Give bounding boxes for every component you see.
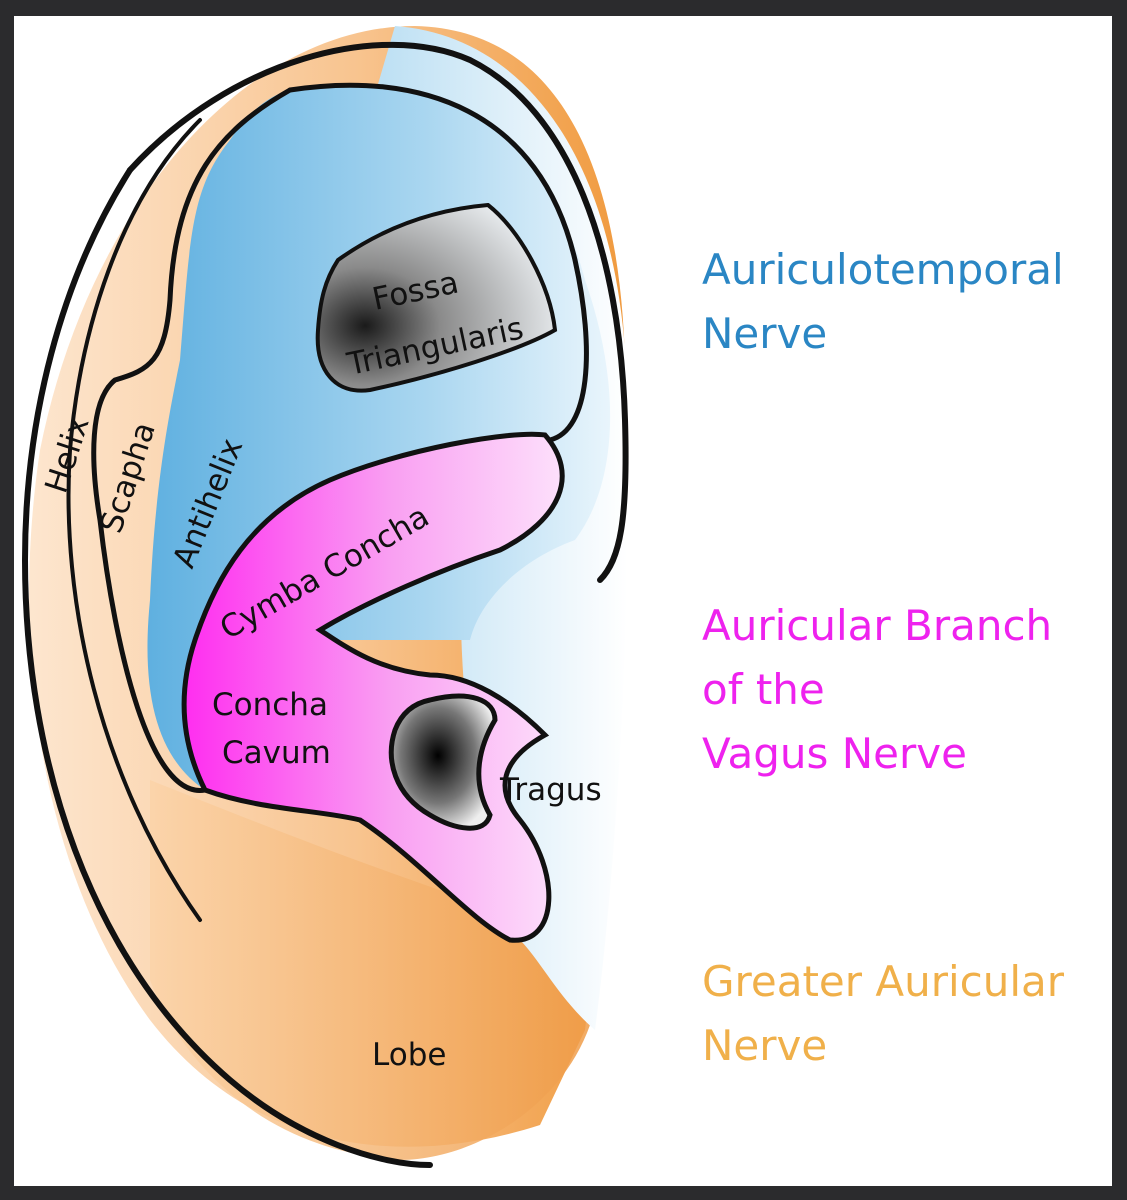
- auriculotemporal-nerve-label: Auriculotemporal Nerve: [702, 238, 1064, 366]
- lobe-label: Lobe: [372, 1037, 446, 1073]
- vagus-line-3: Vagus Nerve: [702, 729, 967, 778]
- concha-label: Concha: [212, 687, 328, 723]
- vagus-nerve-label: Auricular Branch of the Vagus Nerve: [702, 594, 1052, 786]
- ear-canal-shape: [388, 693, 498, 831]
- antihelix-outline: [287, 82, 589, 443]
- helix-inner-line: [66, 118, 202, 922]
- lobe-shade: [150, 780, 590, 1160]
- auriculotemporal-line-1: Auriculotemporal: [702, 245, 1064, 294]
- vagus-line-1: Auricular Branch: [702, 601, 1053, 650]
- helix-outline: [21, 167, 433, 1168]
- cavum-label: Cavum: [222, 735, 331, 771]
- tragus-label: Tragus: [499, 772, 602, 808]
- greater-auricular-line-2: Nerve: [702, 1021, 828, 1070]
- greater-auricular-line-1: Greater Auricular: [702, 957, 1065, 1006]
- scapha-line: [91, 87, 293, 793]
- greater-auricular-nerve-label: Greater Auricular Nerve: [702, 950, 1064, 1078]
- auriculotemporal-line-2: Nerve: [702, 309, 828, 358]
- fossa-triangularis-shape: [315, 202, 558, 393]
- vagus-line-2: of the: [702, 665, 825, 714]
- outer-ear-outline: [127, 41, 629, 583]
